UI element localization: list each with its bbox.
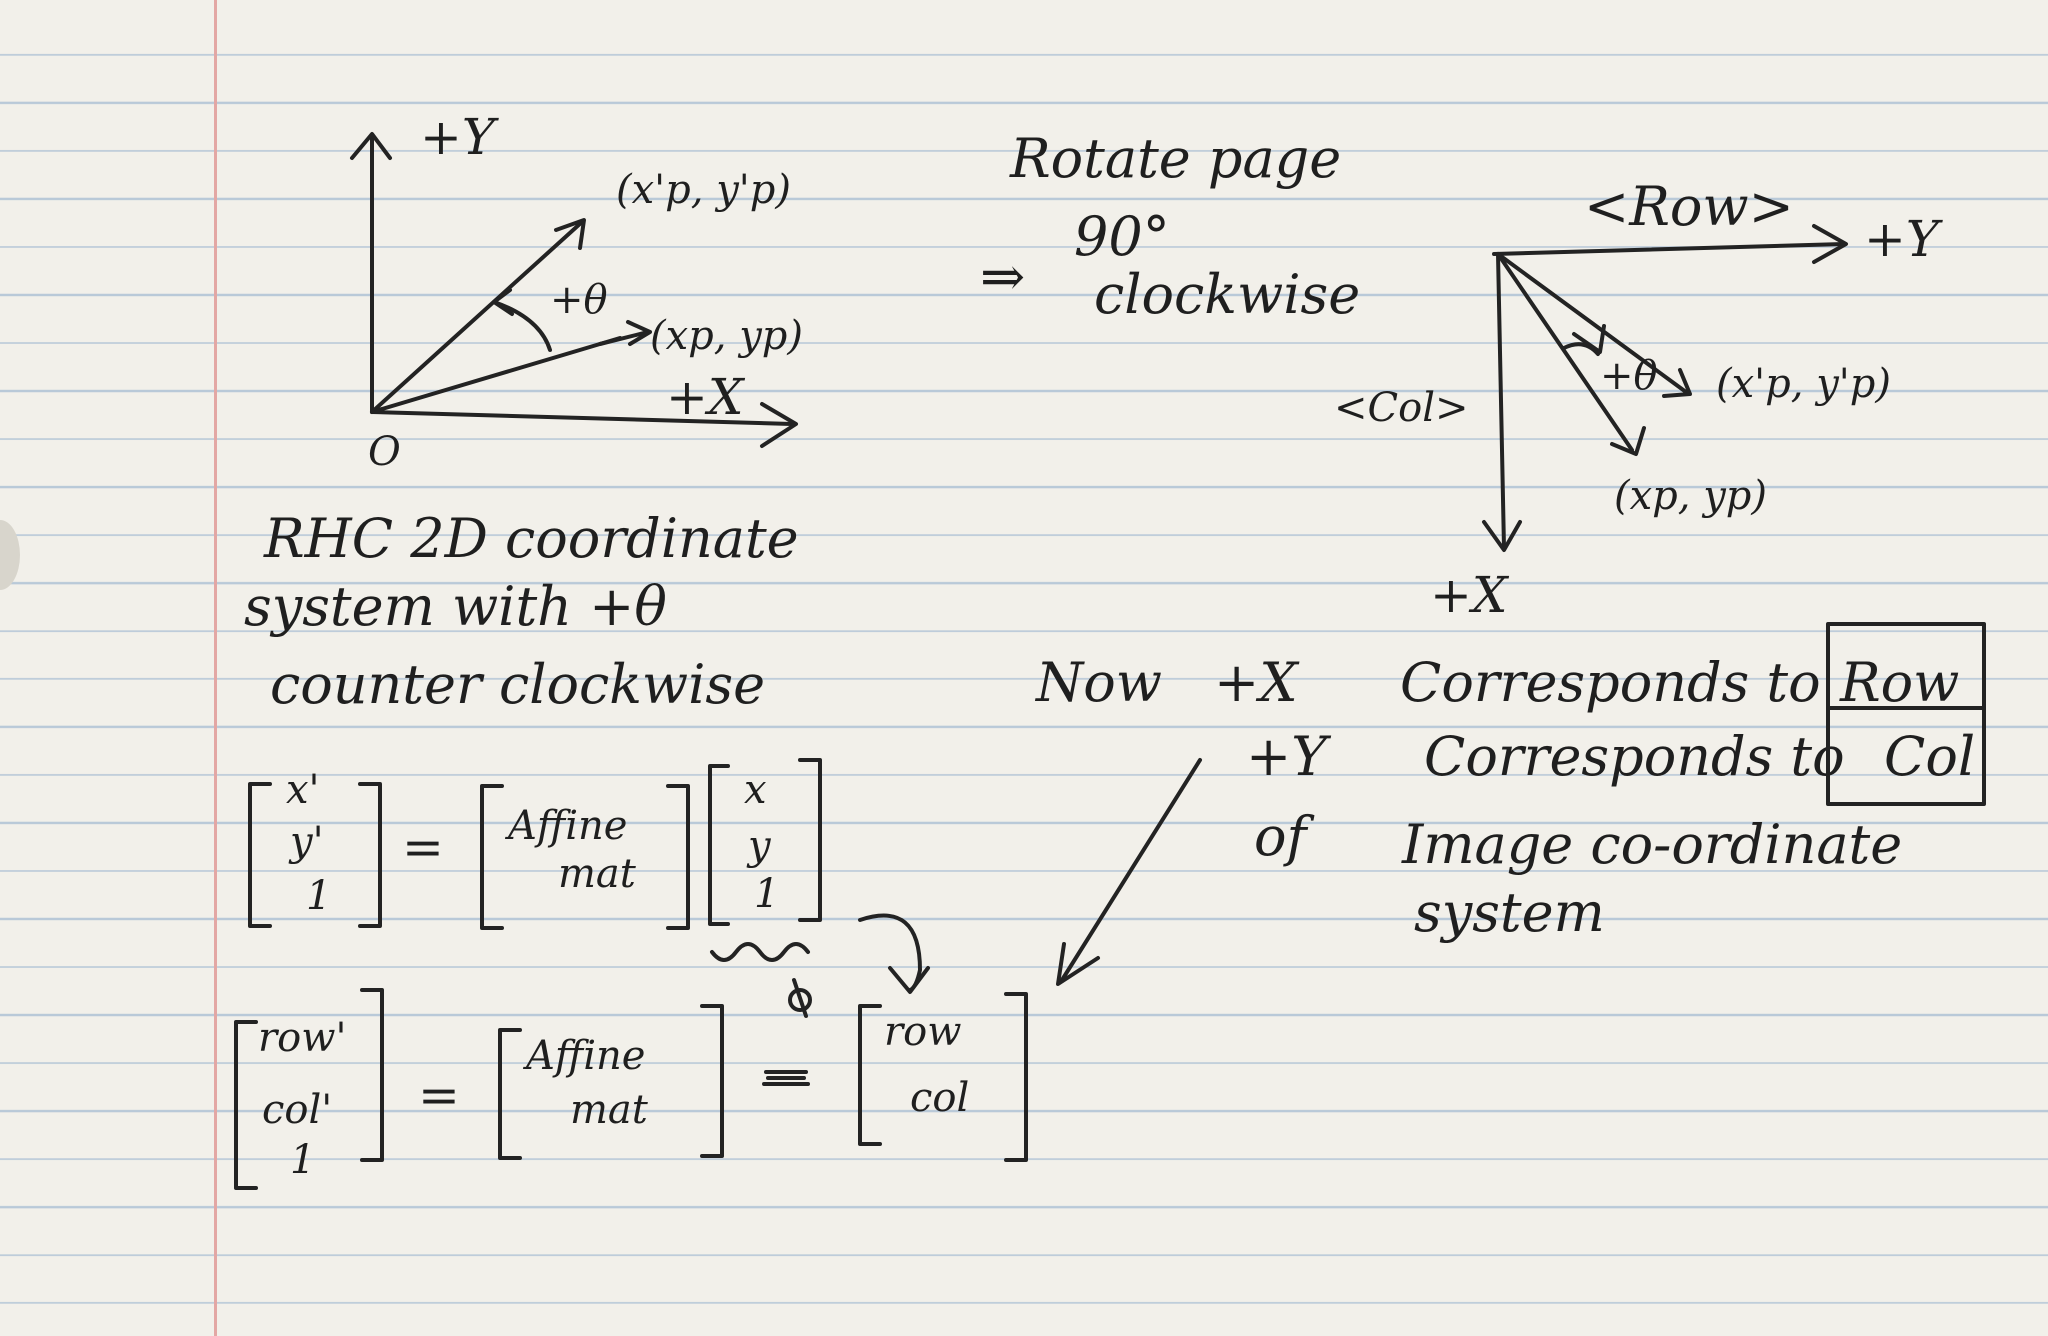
right-original-point-label: (xp, yp) [1614,473,1768,519]
right-original-vector-arrowhead [1610,426,1646,456]
theta-arc-arrowhead [492,288,514,316]
eq2-rhs-row: row [884,1009,962,1055]
row-col-box [1826,622,1986,806]
eq1-lhs-left-bracket [248,782,272,928]
eq1-rhs-right-bracket [798,758,822,922]
eq1-matrix-line-2: mat [558,851,636,897]
rotate-note-line-2: 90° [1074,205,1170,268]
original-point-label: (xp, yp) [650,313,804,359]
eq2-lhs-one: 1 [290,1137,316,1183]
left-x-label: +X [666,368,744,426]
right-y-axis [1492,242,1846,256]
eq2-rhs-right-bracket [1004,992,1028,1162]
of-word: of [1254,805,1307,868]
eq1-rhs-y: y [748,823,771,869]
rotate-note-line-1: Rotate page [1010,127,1342,190]
image-line-1: Image co-ordinate [1402,813,1903,876]
row-label: <Row> [1584,175,1794,238]
eq2-lhs-left-bracket [234,1020,258,1190]
eq2-lhs-row: row' [258,1015,347,1061]
eq1-rhs-left-bracket [708,764,730,926]
left-y-arrowhead [350,132,392,160]
right-x-axis [1496,252,1506,550]
col-label: <Col> [1334,385,1469,431]
eq1-lhs-one: 1 [306,873,332,919]
original-vector [370,336,622,414]
correspond-phrase-2: Corresponds to [1424,725,1845,788]
eq1-mat-right-bracket [666,784,690,930]
right-x-arrowhead [1482,520,1522,552]
scribble-mark-1 [788,988,812,1012]
eq2-mat-left-bracket [498,1028,522,1160]
right-rotated-vector-arrowhead [1662,368,1692,398]
eq2-equals: = [418,1066,460,1124]
right-y-arrowhead [1812,224,1848,264]
eq1-matrix-line-1: Affine [508,803,628,849]
caption-line-1: RHC 2D coordinate [264,507,799,570]
image-line-2: system [1414,881,1605,944]
caption-line-3: counter clockwise [270,653,766,716]
left-x-axis [370,410,794,426]
eq1-rhs-x: x [744,767,767,813]
right-angle-label: +θ [1600,353,1658,399]
margin-line [214,0,217,1336]
right-x-label: +X [1430,566,1508,624]
eq1-rhs-one: 1 [754,871,780,917]
eq1-mat-left-bracket [480,784,504,930]
left-x-arrowhead [760,402,798,448]
caption-line-2: system with +θ [244,575,667,638]
origin-label: O [368,429,401,475]
right-theta-arc [1562,342,1600,356]
eq2-rhs-col: col [910,1075,970,1121]
col-word: Col [1884,725,1976,788]
eq2-lhs-right-bracket [360,988,384,1162]
y-axis-word: +Y [1246,725,1327,788]
eq2-rhs-left-bracket [858,1004,882,1146]
rotate-note-line-3: clockwise [1094,263,1361,326]
transform-squiggle [710,942,810,962]
pointer-arrow [1060,758,1202,982]
rotated-vector-arrowhead [554,218,586,250]
eq2-mat-right-bracket [700,1004,724,1158]
rotated-point-label: (x'p, y'p) [616,167,791,213]
eq1-equals: = [402,818,444,876]
right-rotated-vector [1496,252,1688,394]
right-original-vector [1496,252,1634,452]
eq1-lhs-x: x' [286,767,320,813]
left-angle-label: +θ [550,277,608,323]
rotated-vector [370,220,584,414]
row-word: Row [1840,651,1960,714]
eq1-lhs-right-bracket [358,782,382,928]
right-y-label: +Y [1864,210,1939,268]
correspond-phrase-1: Corresponds to [1400,651,1821,714]
eq2-matrix-line-2: mat [570,1087,648,1133]
eq2-lhs-col: col' [262,1087,333,1133]
eq1-lhs-y: y' [290,819,324,865]
binder-hole [0,520,20,590]
pointer-arrowhead [1056,942,1100,986]
original-vector-ext [598,330,650,346]
implies-arrow: ⇒ [980,245,1026,308]
eq2-matrix-line-1: Affine [526,1033,646,1079]
right-theta-arc-arrowhead [1572,324,1606,354]
right-rotated-point-label: (x'p, y'p) [1716,361,1891,407]
left-y-label: +Y [420,108,495,166]
scribble-mark-line [792,978,808,1018]
x-axis-word: +X [1214,651,1298,714]
now-word: Now [1036,651,1162,714]
transform-curved-arrowhead [888,966,930,994]
original-vector-arrowhead [626,320,652,346]
